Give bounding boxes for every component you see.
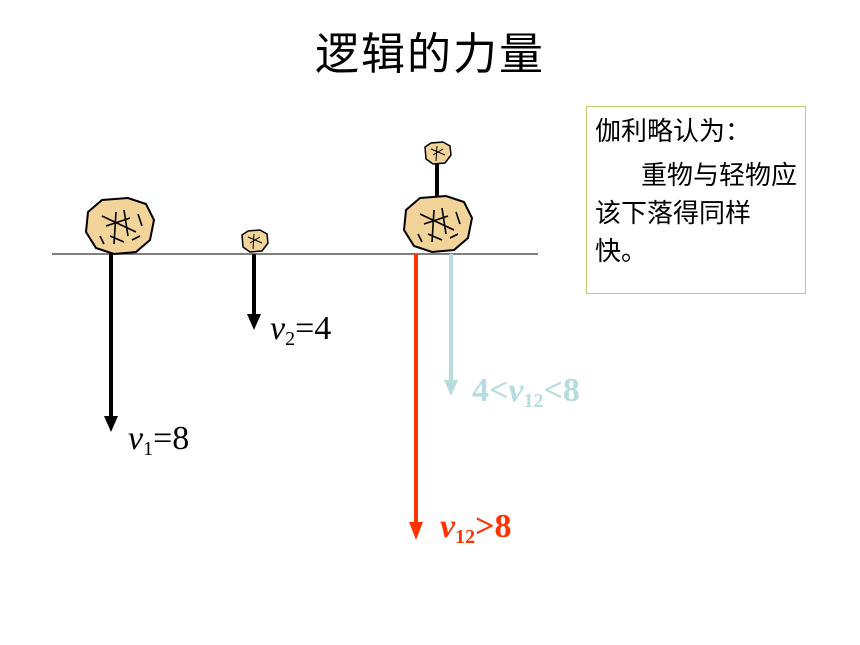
v12-red-arrowhead (409, 522, 423, 540)
note-body: 重物与轻物应该下落得同样快。 (595, 161, 798, 267)
light-stone-icon (241, 229, 269, 253)
v2-arrowhead (247, 314, 261, 330)
combined-stones-icon (402, 141, 474, 254)
galileo-note-box: 伽利略认为： 重物与轻物应该下落得同样快。 (586, 106, 806, 294)
v12-range-label: 4<v12<8 (472, 372, 580, 412)
v1-arrowhead (104, 416, 118, 432)
page-title: 逻辑的力量 (315, 29, 545, 80)
v12-gt-label: v12>8 (440, 508, 512, 548)
heavy-stone-icon (84, 196, 156, 256)
v2-label: v2=4 (270, 310, 332, 350)
note-heading: 伽利略认为： (595, 117, 752, 147)
v12-blue-arrowhead (444, 380, 458, 396)
v1-label: v1=8 (128, 420, 190, 460)
